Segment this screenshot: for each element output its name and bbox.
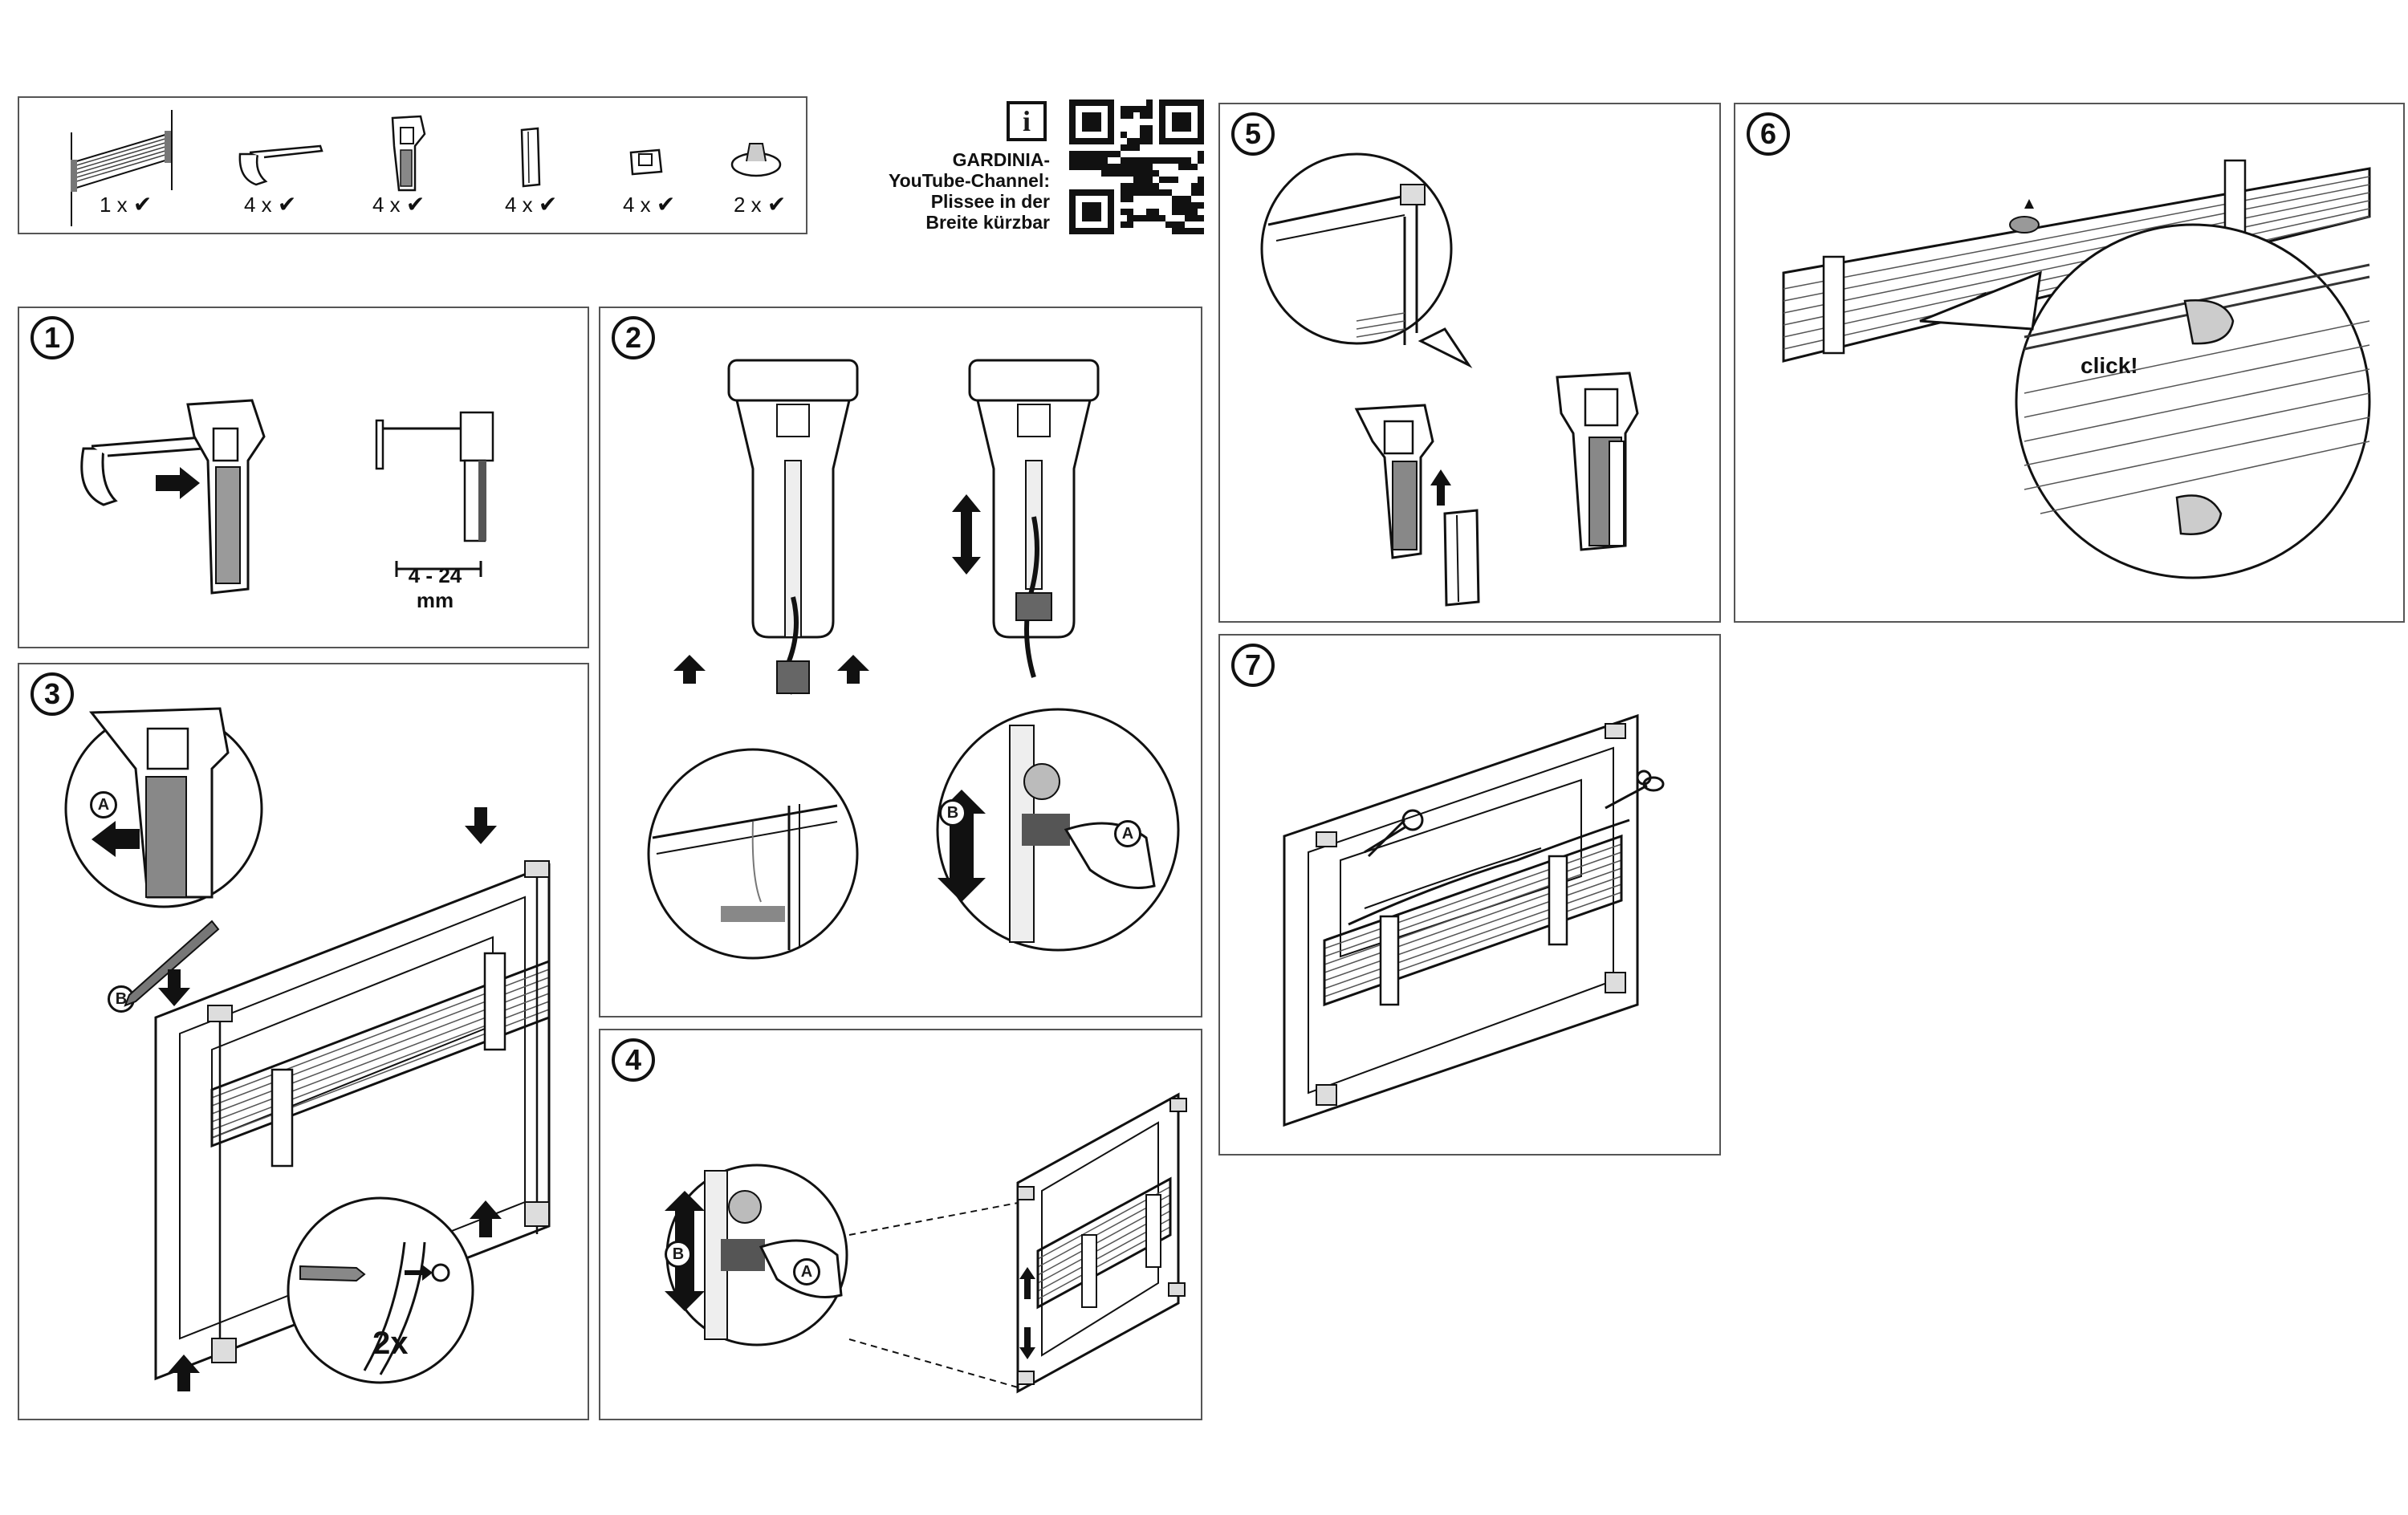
- part-count: 4 x ✔: [372, 192, 425, 217]
- label-a-marker: A: [1114, 820, 1141, 847]
- cord-knot-detail-drawing: [287, 1196, 474, 1384]
- pencil-icon: [124, 920, 220, 1007]
- step-number: 4: [612, 1038, 655, 1082]
- arrow-icon: [168, 1355, 200, 1391]
- bracket-spacer-detail-drawing: [1260, 152, 1473, 368]
- step-number: 6: [1747, 112, 1790, 156]
- arrow-icon: [465, 807, 497, 844]
- cord-clip-drawing: [629, 148, 663, 176]
- step-number: 2: [612, 316, 655, 359]
- label-a-marker: A: [793, 1258, 820, 1286]
- dimension-label: 4 - 24 mm: [408, 563, 462, 612]
- check-mark-icon: ✔: [767, 192, 787, 217]
- check-mark-icon: ✔: [405, 192, 425, 217]
- step-number: 7: [1231, 644, 1275, 687]
- scissors-icon: [1605, 770, 1665, 810]
- label-a-marker: A: [90, 791, 117, 818]
- window-detail-circle-drawing: [647, 748, 859, 960]
- bracket-cord-left-drawing: [727, 359, 859, 695]
- bracket-side-view-drawing: [375, 411, 494, 577]
- spacer-insert-drawing: [520, 127, 541, 188]
- label-b-marker: B: [939, 799, 966, 827]
- window-blind-final-drawing: [1283, 713, 1639, 1127]
- label-b-marker: B: [665, 1241, 692, 1268]
- window-blind-tension-drawing: [848, 1092, 1187, 1394]
- clamp-bracket-drawing: [391, 115, 426, 192]
- part-count: 2 x ✔: [734, 192, 787, 217]
- click-label: click!: [2081, 353, 2138, 378]
- part-count: 4 x ✔: [505, 192, 558, 217]
- repeat-count-label: 2x: [372, 1326, 409, 1361]
- arrow-icon: [158, 969, 190, 1006]
- youtube-channel-note: GARDINIA- YouTube-Channel: Plissee in de…: [888, 149, 1050, 233]
- cover-cap-drawing: [238, 144, 323, 186]
- check-mark-icon: ✔: [538, 192, 558, 217]
- step-number: 3: [31, 672, 74, 716]
- step-7-panel: 7: [1218, 634, 1721, 1156]
- handle-knob-drawing: [730, 143, 782, 177]
- step-1-panel: 1 4 - 24 mm: [18, 307, 589, 648]
- step-3-panel: 3 A B: [18, 663, 589, 1420]
- part-count: 1 x ✔: [100, 192, 153, 217]
- step-4-panel: 4 B A: [599, 1029, 1202, 1420]
- arrow-icon: [952, 494, 981, 575]
- part-count: 4 x ✔: [244, 192, 297, 217]
- check-mark-icon: ✔: [656, 192, 676, 217]
- clamp-with-spacer-drawing: [1354, 404, 1480, 607]
- bracket-cap-assembly-drawing: [80, 399, 266, 595]
- arrow-icon: [837, 655, 869, 684]
- check-mark-icon: ✔: [277, 192, 297, 217]
- plisse-blind-drawing: [71, 110, 173, 226]
- scissors-icon: [1364, 809, 1424, 858]
- bracket-removal-detail-drawing: [64, 707, 263, 908]
- arrow-icon: [470, 1200, 502, 1237]
- parts-list-panel: 1 x ✔ 4 x ✔ 4 x ✔ 4 x ✔ 4 x ✔: [18, 96, 807, 234]
- step-number: 1: [31, 316, 74, 359]
- blind-rail-knob-drawing: [1782, 159, 2371, 579]
- clamp-assembled-drawing: [1556, 372, 1639, 551]
- part-count: 4 x ✔: [623, 192, 676, 217]
- info-icon: i: [1007, 101, 1047, 141]
- step-2-panel: 2 B A: [599, 307, 1202, 1017]
- step-number: 5: [1231, 112, 1275, 156]
- bracket-cord-right-drawing: [968, 359, 1100, 678]
- qr-code-icon[interactable]: [1069, 100, 1204, 234]
- step-6-panel: 6 click!: [1734, 103, 2405, 623]
- step-5-panel: 5: [1218, 103, 1721, 623]
- arrow-icon: [673, 655, 706, 684]
- check-mark-icon: ✔: [132, 192, 153, 217]
